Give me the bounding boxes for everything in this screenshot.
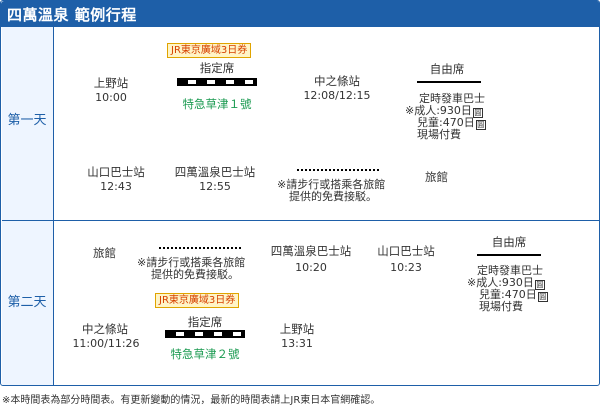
day2-label: 第二天 — [7, 295, 47, 310]
itinerary-panel: 四萬溫泉 範例行程 第一天 上野站 10:00 JR東京廣域3日券 指定席 特急… — [0, 0, 600, 386]
day1-shima-time: 12:55 — [199, 180, 231, 193]
day1-reserved-seat: 指定席 — [199, 61, 235, 75]
day1-bus-line — [417, 81, 481, 83]
day-divider — [2, 220, 599, 221]
day1-walk-note: ※請步行或搭乘各旅館 — [277, 178, 386, 191]
day2-free-seat: 自由席 — [491, 235, 527, 249]
day1-label: 第一天 — [7, 113, 47, 128]
day1-train-name: 特急草津１號 — [182, 97, 252, 111]
day1-nakanojo-time: 12:08/12:15 — [303, 89, 371, 102]
day1-ryokan: 旅館 — [425, 170, 448, 184]
day1-ueno-time: 10:00 — [95, 91, 127, 104]
yen-box-icon: 圓 — [537, 292, 548, 302]
day1-fare-adult: ※成人:930日圓 — [405, 104, 483, 118]
day1-fare-payment: 現場付費 — [417, 128, 461, 141]
yen-box-icon: 圓 — [534, 280, 545, 290]
day1-train-icon — [177, 78, 257, 86]
day2-fare-payment: 現場付費 — [479, 300, 523, 313]
day2-ueno-time: 13:31 — [281, 337, 313, 350]
day2-train-icon — [165, 330, 245, 338]
yen-box-icon: 圓 — [472, 108, 483, 118]
day1-pass-badge: JR東京廣域3日券 — [167, 43, 252, 58]
day1-yamaguchi-stop: 山口巴士站 — [87, 165, 145, 179]
day2-walk-note-2: 提供的免費接駁。 — [151, 268, 239, 281]
day2-fare-adult: ※成人:930日圓 — [467, 276, 545, 290]
day2-bus-line — [477, 254, 541, 256]
day2-shima-stop: 四萬溫泉巴士站 — [270, 244, 352, 258]
day1-fare-child: 兒童:470日圓 — [417, 116, 486, 130]
day2-reserved-seat: 指定席 — [187, 315, 223, 329]
yen-box-icon: 圓 — [475, 120, 486, 130]
day1-nakanojo-station: 中之條站 — [314, 74, 360, 88]
day2-walk-note: ※請步行或搭乘各旅館 — [137, 256, 246, 269]
day-label-column — [2, 27, 54, 385]
day2-train-name: 特急草津２號 — [170, 347, 240, 361]
day2-nakanojo-time: 11:00/11:26 — [72, 337, 140, 350]
day2-walk-line — [159, 247, 241, 249]
day1-shima-stop: 四萬溫泉巴士站 — [174, 165, 256, 179]
day2-bus-note: 定時發車巴士 — [477, 264, 543, 277]
day2-nakanojo-station: 中之條站 — [82, 322, 128, 336]
day1-walk-note-2: 提供的免費接駁。 — [289, 190, 377, 203]
day1-walk-line — [297, 169, 379, 171]
title-bar: 四萬溫泉 範例行程 — [1, 1, 599, 27]
day1-ueno-station: 上野站 — [93, 76, 129, 90]
day2-ryokan: 旅館 — [93, 246, 116, 260]
day1-free-seat: 自由席 — [429, 62, 465, 76]
day2-pass-badge: JR東京廣域3日券 — [155, 293, 240, 308]
day2-yamaguchi-time: 10:23 — [390, 261, 422, 274]
day2-shima-time: 10:20 — [295, 261, 327, 274]
day1-bus-note: 定時發車巴士 — [419, 92, 485, 105]
day2-fare-child: 兒童:470日圓 — [479, 288, 548, 302]
day1-yamaguchi-time: 12:43 — [100, 180, 132, 193]
day2-ueno-station: 上野站 — [279, 322, 315, 336]
page-title: 四萬溫泉 範例行程 — [7, 6, 137, 24]
footnote: ※本時間表為部分時間表。有更新變動的情況，最新的時間表請上JR東日本官網確認。 — [2, 395, 381, 406]
day2-yamaguchi-stop: 山口巴士站 — [377, 244, 435, 258]
